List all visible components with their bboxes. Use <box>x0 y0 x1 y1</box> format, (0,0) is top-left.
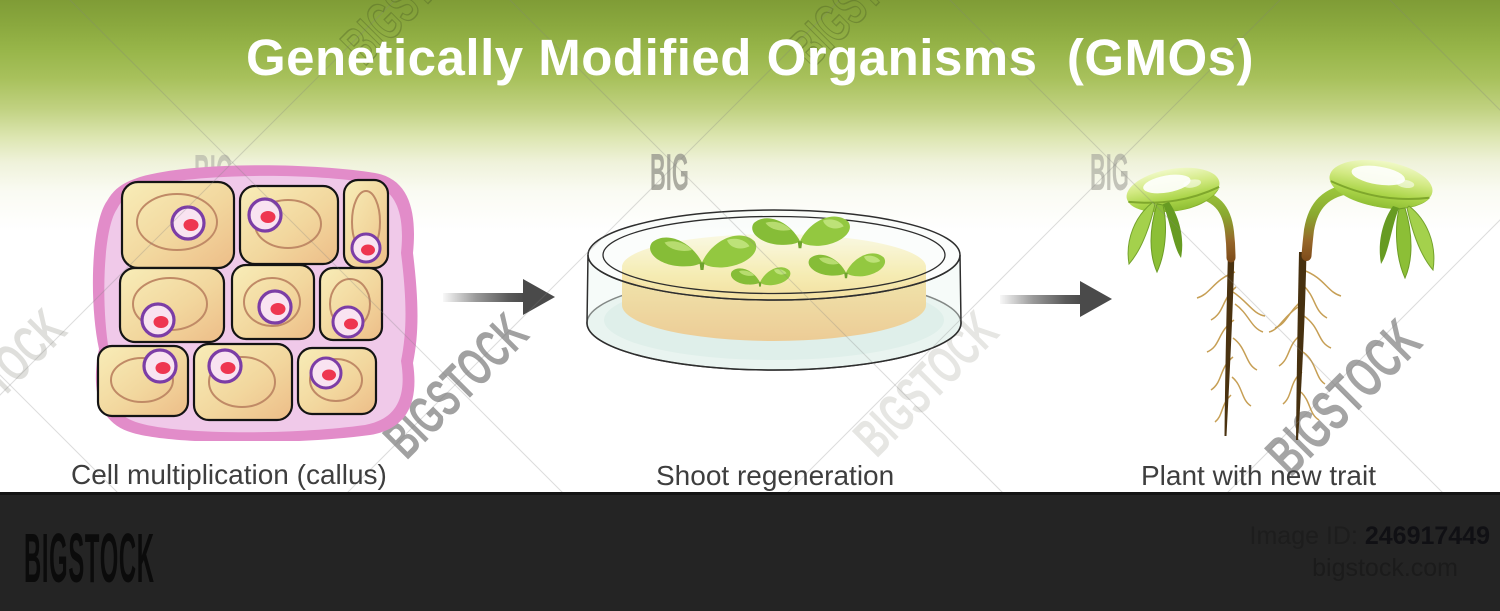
agar-medium-side <box>622 267 926 341</box>
image-id-label: Image ID: <box>1249 522 1365 550</box>
cotyledon-bean <box>1329 159 1433 209</box>
plant-cell <box>318 266 384 342</box>
plant-cell <box>192 342 294 422</box>
petri-dish-illustration <box>586 209 962 371</box>
petri-dish <box>586 209 962 371</box>
arrow-stage2-to-stage3 <box>1000 281 1112 317</box>
image-id-line: Image ID: 246917449 <box>1250 522 1490 551</box>
label-cell-multiplication: Cell multiplication (callus) <box>71 459 387 490</box>
plant-cell <box>120 180 236 270</box>
plant-cell <box>96 344 190 418</box>
taproot <box>1296 252 1307 440</box>
seedling-right <box>1268 159 1435 440</box>
arrow-shaft <box>443 293 525 302</box>
callus-cells-illustration <box>92 165 418 441</box>
bigstock-logo: BIGSTOCK <box>24 519 155 597</box>
taproot <box>1224 250 1235 436</box>
label-plant-new-trait: Plant with new trait <box>1141 460 1376 491</box>
plant-cell <box>118 266 226 344</box>
seedling-left <box>1126 167 1266 436</box>
image-id-value: 246917449 <box>1364 522 1490 550</box>
arrow-stage1-to-stage2 <box>443 279 555 315</box>
plant-cell <box>342 178 390 270</box>
bigstock-footer-bar: BIGSTOCK Image ID: 246917449 bigstock.co… <box>0 492 1500 611</box>
stem <box>1301 183 1360 261</box>
seedlings-illustration <box>1126 159 1435 440</box>
plant-cells <box>96 178 390 422</box>
plant-cell <box>296 346 378 416</box>
arrow-head-icon <box>523 279 555 315</box>
young-leaves <box>1379 205 1435 280</box>
bigstock-website: bigstock.com <box>1312 554 1458 582</box>
cotyledon-bean <box>1126 167 1220 213</box>
arrow-shaft <box>1000 295 1082 304</box>
label-line-1: Shoot regeneration <box>656 460 895 491</box>
young-leaves <box>1127 201 1183 274</box>
page-title: Genetically Modified Organisms (GMOs) <box>245 29 1255 86</box>
arrow-head-icon <box>1080 281 1112 317</box>
plant-cell <box>238 184 340 266</box>
plant-cell <box>230 263 316 341</box>
agar-medium-top <box>622 234 926 300</box>
